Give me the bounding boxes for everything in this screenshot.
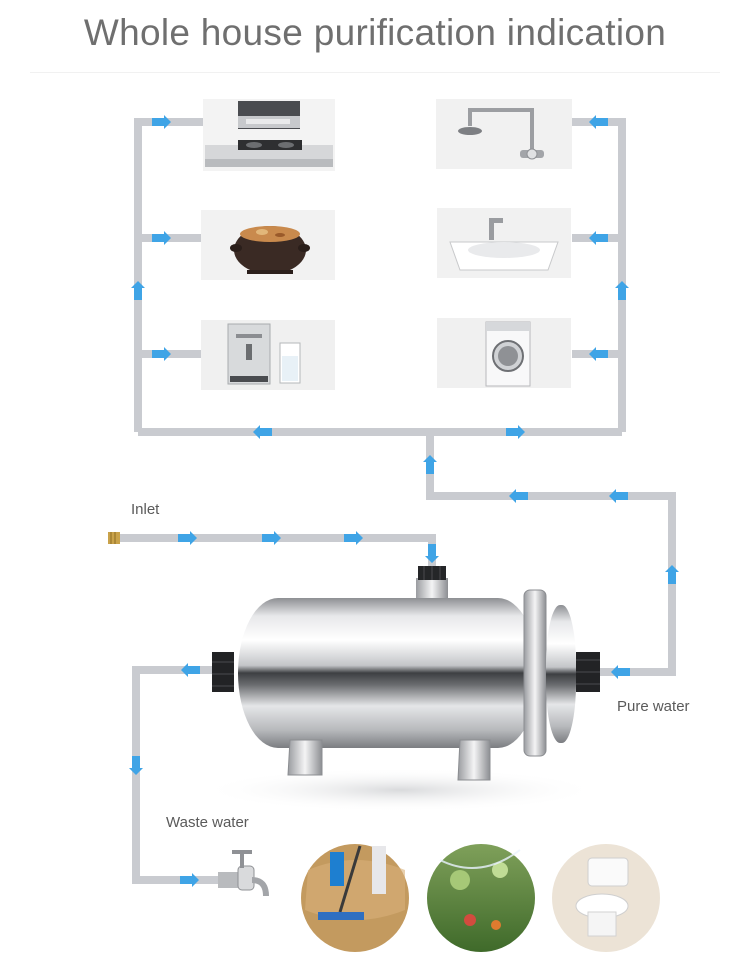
arrow-left xyxy=(181,663,200,677)
arrow-right xyxy=(152,231,171,245)
arrow-left xyxy=(589,115,608,129)
arrow-up xyxy=(665,565,679,584)
arrow-right xyxy=(262,531,281,545)
inlet-label: Inlet xyxy=(131,501,160,518)
arrow-left xyxy=(253,425,272,439)
arrow-right xyxy=(344,531,363,545)
pipe-right-riser xyxy=(572,118,626,432)
arrow-up xyxy=(423,455,437,474)
arrow-right xyxy=(178,531,197,545)
flow-arrows xyxy=(129,115,679,887)
diagram-title: Whole house purification indication xyxy=(83,12,667,53)
arrow-right xyxy=(152,347,171,361)
waste-water-label: Waste water xyxy=(166,814,249,831)
pipe-left-riser xyxy=(134,118,203,432)
water-dispenser-image xyxy=(201,320,335,390)
cooking-pot-image xyxy=(201,210,335,280)
shower-head-image xyxy=(436,99,572,169)
arrow-left xyxy=(611,665,630,679)
arrow-right xyxy=(180,873,199,887)
arrow-left xyxy=(509,489,528,503)
pipe-pure-water-return xyxy=(426,432,676,676)
pipe-waste xyxy=(132,666,222,884)
toilet-photo xyxy=(552,844,660,952)
title-divider xyxy=(30,72,720,73)
inlet-connector-icon xyxy=(108,532,120,544)
arrow-left xyxy=(609,489,628,503)
faucet-icon xyxy=(218,850,269,897)
bathroom-sink-image xyxy=(437,208,571,278)
arrow-up xyxy=(615,281,629,300)
arrow-right xyxy=(152,115,171,129)
arrow-left xyxy=(589,347,608,361)
arrow-down xyxy=(425,544,439,563)
arrow-down xyxy=(129,756,143,775)
floor-mopping-photo xyxy=(301,844,409,952)
arrow-right xyxy=(506,425,525,439)
range-hood-stove-image xyxy=(203,99,335,171)
pure-water-label: Pure water xyxy=(617,698,690,715)
washing-machine-image xyxy=(437,318,571,388)
arrow-up xyxy=(131,281,145,300)
filter-tank xyxy=(200,566,600,812)
arrow-left xyxy=(589,231,608,245)
garden-watering-photo xyxy=(427,844,535,952)
